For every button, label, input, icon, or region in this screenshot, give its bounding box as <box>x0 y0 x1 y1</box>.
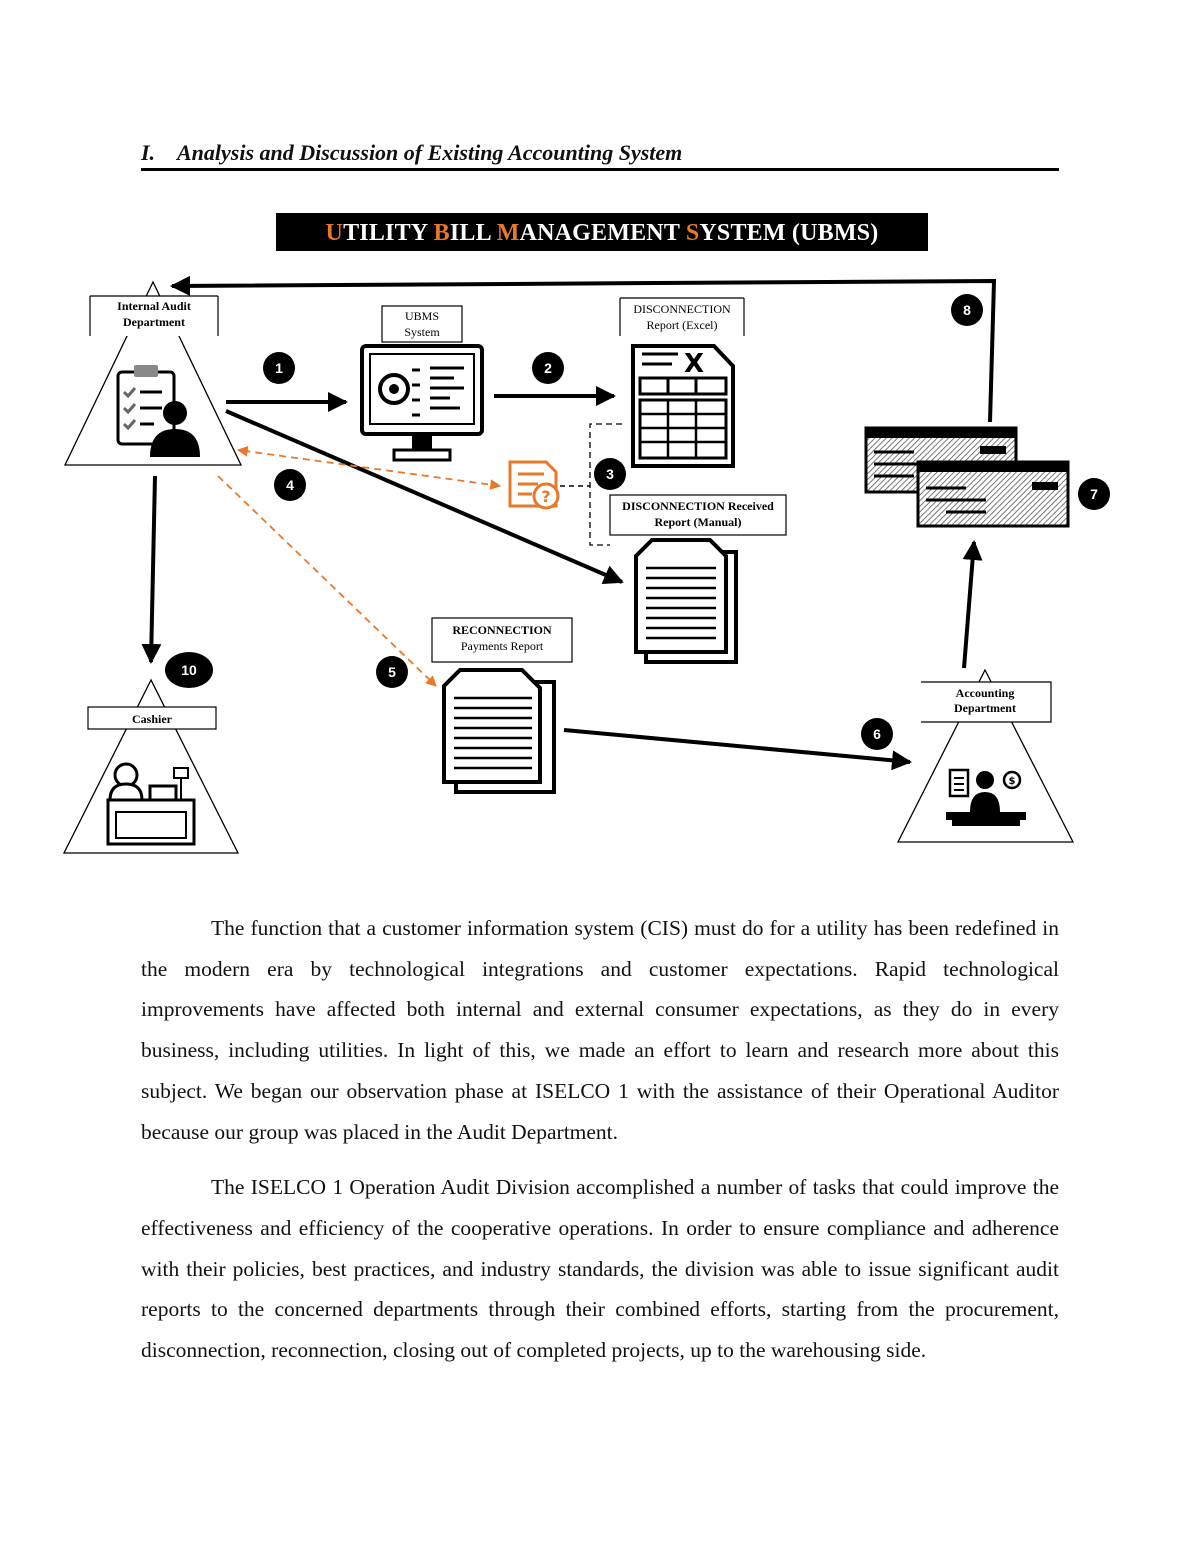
ubms-flow-diagram: Internal Audit Department UBMS System <box>62 275 1110 854</box>
step-badges: 1 2 3 4 5 6 7 8 10 <box>165 294 1110 750</box>
banner-part: YSTEM (UBMS) <box>699 220 879 246</box>
check-bills-icon <box>864 426 1070 528</box>
disconnection-excel-label-1: DISCONNECTION <box>633 302 731 316</box>
document-stack-icon <box>442 668 556 794</box>
banner-part: TILITY <box>343 220 434 246</box>
disconnection-excel-label-2: Report (Excel) <box>647 318 718 332</box>
disconnection-manual-label-2: Report (Manual) <box>655 515 742 529</box>
auditor-clipboard-icon <box>116 365 200 457</box>
ubms-label-2: System <box>404 325 440 339</box>
disconnection-manual-node: DISCONNECTION Received Report (Manual) <box>609 494 787 664</box>
step-badge: 4 <box>274 469 306 501</box>
arrow-disconnection-manual <box>225 409 624 585</box>
step-badge: 3 <box>594 458 626 490</box>
step-badge: 1 <box>263 352 295 384</box>
accountant-icon: $ <box>946 768 1026 826</box>
banner-part: S <box>685 220 700 246</box>
banner-part: ANAGEMENT <box>519 220 686 246</box>
section-number: I. <box>141 140 156 165</box>
banner-part: U <box>325 220 344 246</box>
svg-text:1: 1 <box>275 360 283 376</box>
section-title: Analysis and Discussion of Existing Acco… <box>177 140 683 165</box>
internal-audit-label-2: Department <box>123 315 185 329</box>
arrow-4 <box>236 445 502 491</box>
paragraph: The ISELCO 1 Operation Audit Division ac… <box>141 1175 1059 1363</box>
svg-text:X: X <box>684 349 704 379</box>
svg-text:10: 10 <box>181 662 197 678</box>
arrow-10 <box>141 475 162 664</box>
bracket-3 <box>589 423 622 546</box>
document-stack-icon <box>634 538 738 664</box>
step-badge: 5 <box>376 656 408 688</box>
diagram-title-banner: UTILITY BILL MANAGEMENT SYSTEM (UBMS) <box>276 213 928 251</box>
excel-spreadsheet-icon: X <box>631 344 735 468</box>
reconnection-label-1: RECONNECTION <box>452 623 552 637</box>
step-badge: 2 <box>532 352 564 384</box>
step-badge: 8 <box>951 294 983 326</box>
svg-text:4: 4 <box>286 477 294 493</box>
arrow-7 <box>962 540 983 669</box>
cashier-label: Cashier <box>132 712 173 726</box>
step-badge: 7 <box>1078 478 1110 510</box>
question-document-icon: ? <box>508 460 560 510</box>
svg-text:5: 5 <box>388 664 396 680</box>
banner-part: B <box>433 220 450 246</box>
accounting-label-1: Accounting <box>956 686 1015 700</box>
disconnection-manual-label-1: DISCONNECTION Received <box>622 499 774 513</box>
accounting-label-2: Department <box>954 701 1016 715</box>
paragraph: The function that a customer information… <box>141 916 1059 1144</box>
svg-text:2: 2 <box>544 360 552 376</box>
arrow-5 <box>217 475 437 687</box>
step-badge: 10 <box>165 652 213 688</box>
reconnection-node: RECONNECTION Payments Report <box>431 617 573 794</box>
svg-text:8: 8 <box>963 302 971 318</box>
disconnection-excel-node: DISCONNECTION Report (Excel) X <box>619 297 745 468</box>
svg-text:6: 6 <box>873 726 881 742</box>
svg-text:?: ? <box>541 487 550 506</box>
banner-part: ILL <box>449 220 497 246</box>
body-text: The function that a customer information… <box>141 908 1059 1386</box>
arrow-8 <box>170 275 997 423</box>
ubms-label-1: UBMS <box>405 309 439 323</box>
ubms-system-node: UBMS System <box>360 305 484 462</box>
reconnection-label-2: Payments Report <box>461 639 544 653</box>
svg-text:7: 7 <box>1090 486 1098 502</box>
step-badge: 6 <box>861 718 893 750</box>
accounting-node: Accounting Department $ <box>896 668 1075 843</box>
internal-audit-node: Internal Audit Department <box>63 280 243 466</box>
section-heading: I. Analysis and Discussion of Existing Ac… <box>141 140 1059 171</box>
flow-arrows <box>141 275 997 771</box>
banner-part: M <box>496 220 520 246</box>
cashier-node: Cashier <box>62 678 240 854</box>
cashier-icon <box>106 762 196 846</box>
internal-audit-label-1: Internal Audit <box>117 299 191 313</box>
svg-text:$: $ <box>1009 776 1016 787</box>
computer-monitor-icon <box>360 344 484 462</box>
svg-text:3: 3 <box>606 466 614 482</box>
arrow-6 <box>563 728 912 771</box>
